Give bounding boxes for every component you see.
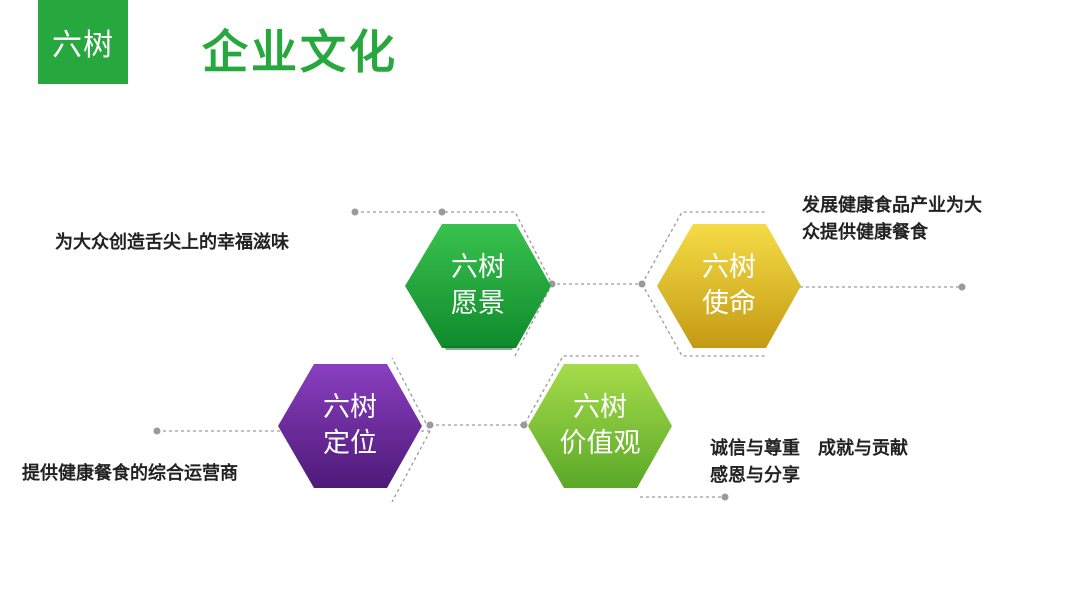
hex-position: 六树 定位 bbox=[277, 362, 423, 490]
connector-dot bbox=[351, 208, 359, 216]
desc-mission-line1: 发展健康食品产业为大 bbox=[802, 195, 982, 216]
page-title: 企业文化 bbox=[202, 25, 398, 79]
desc-vision: 为大众创造舌尖上的幸福滋味 bbox=[55, 229, 289, 256]
hexagon-shape bbox=[278, 364, 422, 488]
connector-position-lower bbox=[391, 430, 431, 503]
connector-dot bbox=[638, 280, 646, 288]
desc-mission: 发展健康食品产业为大 众提供健康餐食 bbox=[802, 192, 982, 246]
connector-vision bbox=[355, 211, 642, 285]
logo-text: 六树 bbox=[52, 28, 114, 63]
desc-position-text: 提供健康餐食的综合运营商 bbox=[22, 463, 238, 484]
hexagon-shape bbox=[528, 364, 672, 488]
connector-dot bbox=[426, 421, 434, 429]
desc-position: 提供健康餐食的综合运营商 bbox=[22, 460, 238, 487]
desc-values-line1: 诚信与尊重 成就与贡献 bbox=[710, 438, 908, 459]
connector-dot bbox=[153, 427, 161, 435]
connector-dot bbox=[438, 208, 446, 216]
desc-values-line2: 感恩与分享 bbox=[710, 465, 800, 486]
logo-box: 六树 bbox=[38, 0, 128, 84]
hex-mission: 六树 使命 bbox=[656, 222, 802, 350]
hex-values: 六树 价值观 bbox=[527, 362, 673, 490]
hexagon-shape bbox=[657, 224, 801, 348]
connector-dot bbox=[721, 493, 729, 501]
desc-values: 诚信与尊重 成就与贡献 感恩与分享 bbox=[710, 435, 908, 489]
connector-vision-lower bbox=[514, 283, 553, 357]
connector-values bbox=[430, 355, 640, 426]
desc-vision-text: 为大众创造舌尖上的幸福滋味 bbox=[55, 232, 289, 253]
hexagon-shape bbox=[405, 224, 551, 350]
desc-mission-line2: 众提供健康餐食 bbox=[802, 222, 928, 243]
connector-dot bbox=[958, 283, 966, 291]
hex-vision: 六树 愿景 bbox=[404, 222, 552, 350]
connector-dot bbox=[520, 421, 528, 429]
